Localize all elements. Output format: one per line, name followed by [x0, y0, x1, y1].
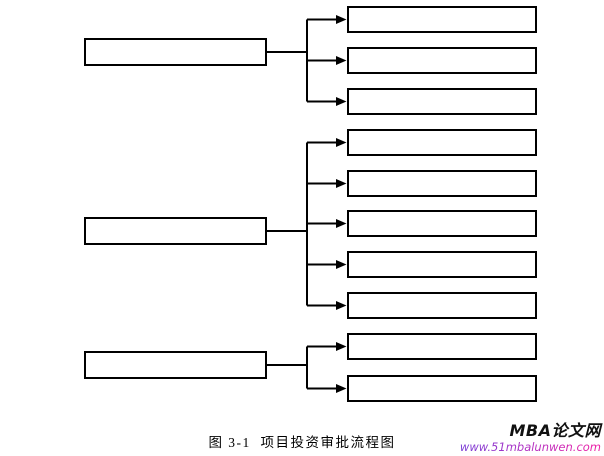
target-box-2-4: [347, 251, 537, 278]
target-box-2-5: [347, 292, 537, 319]
target-box-2-1: [347, 129, 537, 156]
arrowhead-icon: [336, 179, 347, 188]
arrowhead-icon: [336, 15, 347, 24]
arrowhead-icon: [336, 138, 347, 147]
arrowhead-icon: [336, 219, 347, 228]
source-box-1: [84, 38, 267, 66]
arrowhead-icon: [336, 56, 347, 65]
arrowhead-icon: [336, 342, 347, 351]
target-box-3-1: [347, 333, 537, 360]
watermark-site-url: www.51mbalunwen.com: [459, 440, 601, 454]
figure-caption: 图 3-1 项目投资审批流程图: [208, 435, 396, 450]
target-box-2-2: [347, 170, 537, 197]
watermark-site-name: MBA论文网: [509, 421, 601, 440]
group3-connector: [266, 345, 337, 390]
source-box-3: [84, 351, 267, 379]
target-box-1-1: [347, 6, 537, 33]
watermark: MBA论文网 www.51mbalunwen.com: [460, 423, 601, 454]
arrowheads: [336, 15, 347, 393]
target-box-3-2: [347, 375, 537, 402]
target-box-1-2: [347, 47, 537, 74]
arrowhead-icon: [336, 260, 347, 269]
group1-connector: [267, 18, 337, 103]
arrowhead-icon: [336, 97, 347, 106]
target-box-2-3: [347, 210, 537, 237]
group2-connector: [266, 141, 337, 307]
target-box-1-3: [347, 88, 537, 115]
arrowhead-icon: [336, 384, 347, 393]
arrowhead-icon: [336, 301, 347, 310]
source-box-2: [84, 217, 267, 245]
